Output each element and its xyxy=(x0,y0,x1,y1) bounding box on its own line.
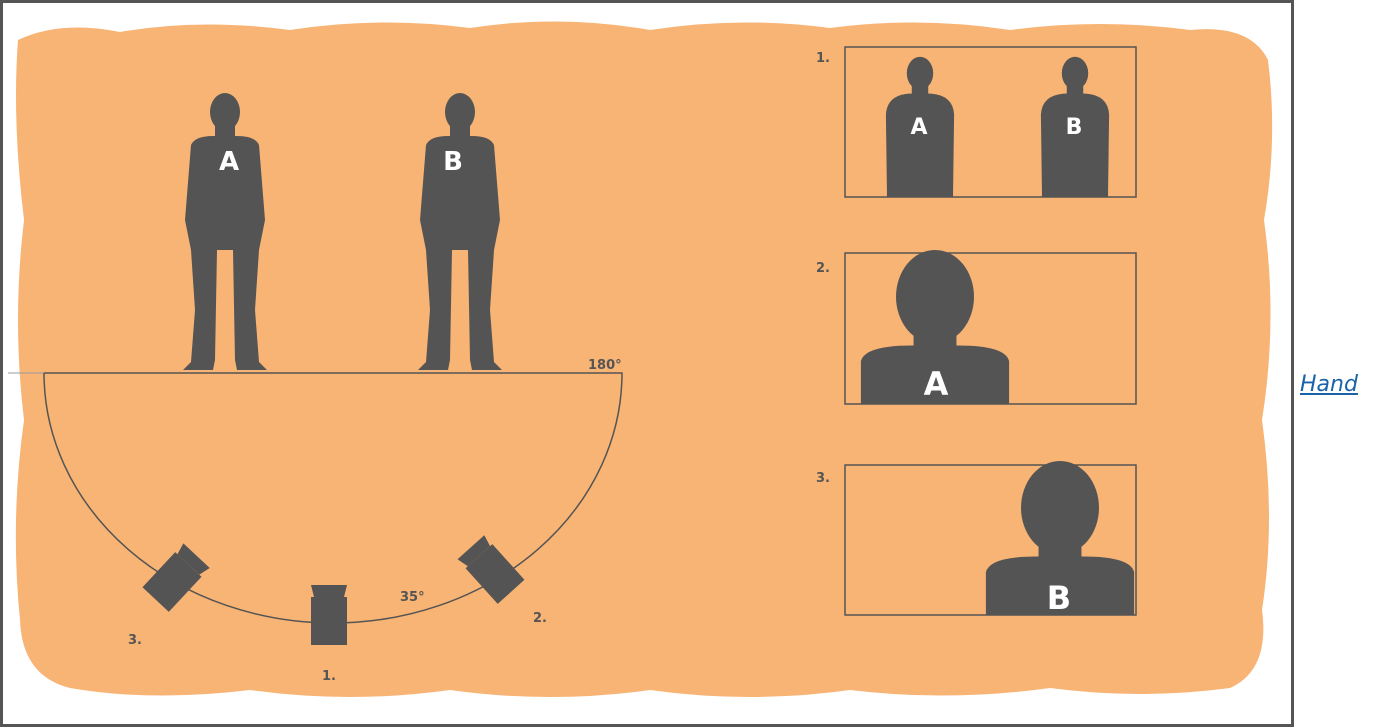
shot-1-label-a: A xyxy=(910,115,927,140)
angle-35-label: 35° xyxy=(400,590,425,605)
shot-2-frame xyxy=(844,252,1137,405)
person-a-label: A xyxy=(219,147,239,177)
shot-3-frame xyxy=(844,464,1137,616)
shot-3-number: 3. xyxy=(816,471,830,486)
shot-1-number: 1. xyxy=(816,51,830,66)
orange-background xyxy=(15,21,1273,697)
shot-1-frame xyxy=(844,46,1137,198)
hand-link[interactable]: Hand xyxy=(1300,372,1358,397)
diagram-figure: A B 180° 35° 1. 2. 3. 1. A B 2. A 3. xyxy=(0,0,1294,727)
camera-3-label: 3. xyxy=(128,633,142,648)
person-b-label: B xyxy=(443,147,463,177)
diagram-svg: A B 180° 35° 1. 2. 3. 1. A B 2. A 3. xyxy=(0,0,1294,727)
shot-1-people xyxy=(885,56,1110,197)
angle-180-label: 180° xyxy=(588,358,622,373)
shot-2-label-a: A xyxy=(924,365,949,403)
shot-1-label-b: B xyxy=(1066,115,1083,140)
shot-2-number: 2. xyxy=(816,261,830,276)
shot-3-label-b: B xyxy=(1047,579,1071,617)
camera-1-label: 1. xyxy=(322,669,336,684)
camera-1-icon xyxy=(311,585,347,645)
camera-2-label: 2. xyxy=(533,611,547,626)
